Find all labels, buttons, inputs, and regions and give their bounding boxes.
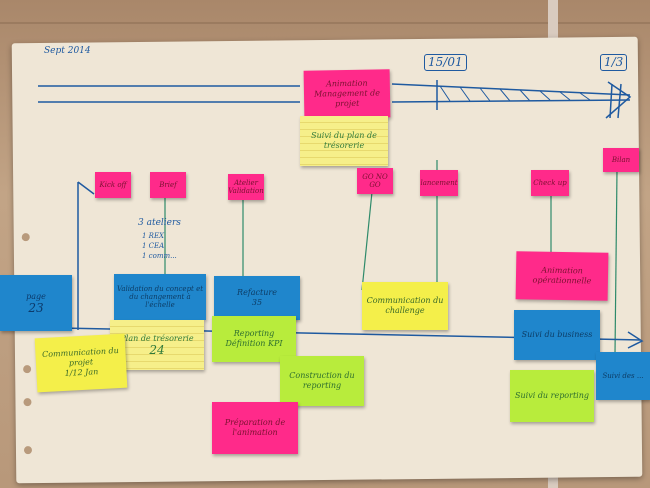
sticky-note-atelier: Atelier Validation	[228, 174, 264, 200]
note-text: Kick off	[99, 181, 127, 189]
note-text: Construction du reporting	[289, 371, 355, 390]
note-text: Brief	[159, 181, 177, 189]
note-number: 24	[149, 342, 165, 357]
note-number: 35	[251, 298, 263, 307]
sticky-note-page-left: page 23	[0, 275, 72, 331]
sticky-note-refacture: Refacture 35	[214, 276, 300, 320]
note-text: Préparation de l'animation	[224, 418, 286, 437]
sticky-note-lancement: lancement	[420, 170, 458, 196]
atelier-annotation-title: 3 ateliers	[138, 218, 181, 228]
sticky-note-preparation: Préparation de l'animation	[212, 402, 298, 454]
note-text: Refacture	[237, 288, 277, 297]
sticky-note-brief: Brief	[150, 172, 186, 198]
start-date-label: Sept 2014	[44, 46, 91, 56]
sticky-note-animation-op: Animation opérationnelle	[515, 251, 609, 301]
note-text: Validation du concept et du changement à…	[116, 285, 204, 309]
note-text: Suivi du reporting	[515, 391, 589, 400]
note-text: lancement	[420, 179, 458, 187]
note-text: Communication du challenge	[366, 296, 444, 315]
note-text: Animation opérationnelle	[532, 265, 592, 286]
note-text: GO NO GO	[362, 173, 388, 189]
sticky-note-comm-challenge: Communication du challenge	[362, 282, 448, 330]
note-text: Suivi des ...	[602, 372, 644, 380]
note-text: Atelier Validation	[228, 179, 264, 195]
sticky-note-suivi-plan: Suivi du plan de trésorerie	[300, 116, 388, 166]
note-text: Communication du projet	[41, 346, 120, 368]
sticky-note-construction: Construction du reporting	[280, 356, 364, 406]
sticky-note-suivi-reporting: Suivi du reporting	[510, 370, 594, 422]
sticky-note-validation: Validation du concept et du changement à…	[114, 274, 206, 320]
atelier-annotation-line: 1 comm...	[142, 252, 177, 260]
atelier-annotation-line: 1 CEA	[142, 242, 165, 250]
milestone-date-label: 15/01	[424, 54, 467, 71]
note-number: 23	[28, 300, 44, 315]
note-text: Suivi du business	[521, 330, 593, 339]
note-text: page	[26, 291, 46, 301]
note-text: Animation Management de projet	[313, 78, 380, 109]
sticky-note-gonogo: GO NO GO	[357, 168, 393, 194]
sticky-note-checkup: Check up	[531, 170, 569, 196]
sticky-note-animation: Animation Management de projet	[303, 69, 391, 119]
note-text: Plan de trésorerie	[120, 333, 194, 343]
sticky-note-bilan: Bilan	[603, 148, 639, 172]
note-text: Check up	[533, 179, 567, 187]
sticky-note-right-edge: Suivi des ...	[596, 352, 650, 400]
sticky-note-kickoff: Kick off	[95, 172, 131, 198]
note-text: Suivi du plan de trésorerie	[311, 131, 377, 150]
sticky-note-suivi-business: Suivi du business	[514, 310, 600, 360]
note-date: 1/12 Jan	[64, 367, 99, 378]
note-text: Bilan	[611, 156, 631, 164]
atelier-annotation-line: 1 REX	[142, 232, 165, 240]
end-date-label: 1/3	[600, 54, 628, 71]
sticky-note-comm-projet: Communication du projet 1/12 Jan	[34, 333, 128, 393]
sticky-note-reporting: Reporting Définition KPI	[212, 316, 296, 362]
wall-panel-line	[0, 22, 650, 24]
note-text: Reporting Définition KPI	[225, 329, 283, 348]
